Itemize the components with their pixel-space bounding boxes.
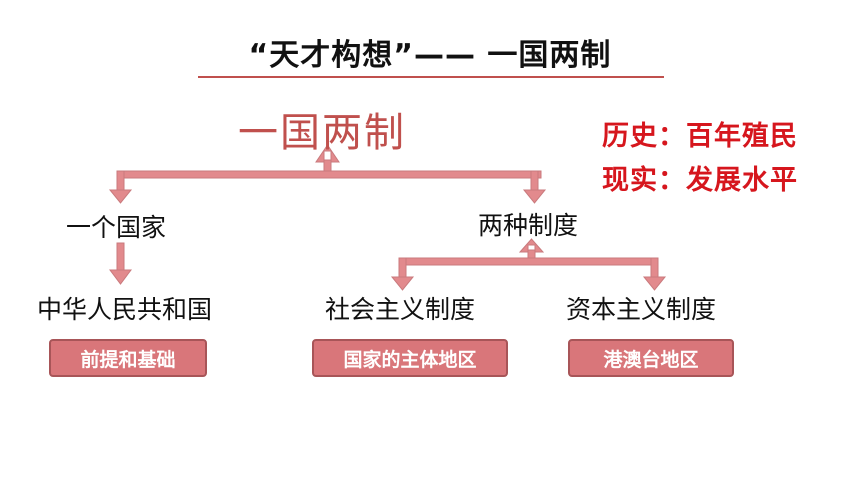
- systems-up-arrow: [518, 238, 545, 253]
- side-note-reality: 现实：发展水平: [602, 165, 798, 196]
- slide-title: “天才构想”—— 一国两制: [248, 38, 612, 73]
- node-capitalism: 资本主义制度: [566, 295, 717, 324]
- left-branch-arrowhead: [108, 189, 133, 204]
- right-branch-arrowhead: [522, 189, 547, 204]
- tag-premise-foundation: 前提和基础: [49, 339, 207, 377]
- node-socialism: 社会主义制度: [325, 295, 476, 324]
- top-branch-bar: [116, 170, 542, 179]
- side-note-history: 历史：百年殖民: [602, 121, 798, 152]
- socialism-arrowhead: [390, 276, 415, 291]
- capitalism-arrowhead: [642, 276, 667, 291]
- branch-one-country: 一个国家: [66, 213, 167, 242]
- country-arrowhead: [109, 269, 132, 285]
- root-up-arrow: [315, 144, 340, 163]
- title-underline: [198, 76, 664, 78]
- systems-branch-bar: [398, 257, 659, 266]
- tag-hk-macao-taiwan: 港澳台地区: [568, 339, 734, 377]
- root-node-label: 一国两制: [238, 110, 406, 156]
- country-stem: [116, 242, 125, 274]
- node-prc: 中华人民共和国: [37, 295, 213, 324]
- branch-two-systems: 两种制度: [478, 211, 579, 240]
- tag-main-region: 国家的主体地区: [312, 339, 508, 377]
